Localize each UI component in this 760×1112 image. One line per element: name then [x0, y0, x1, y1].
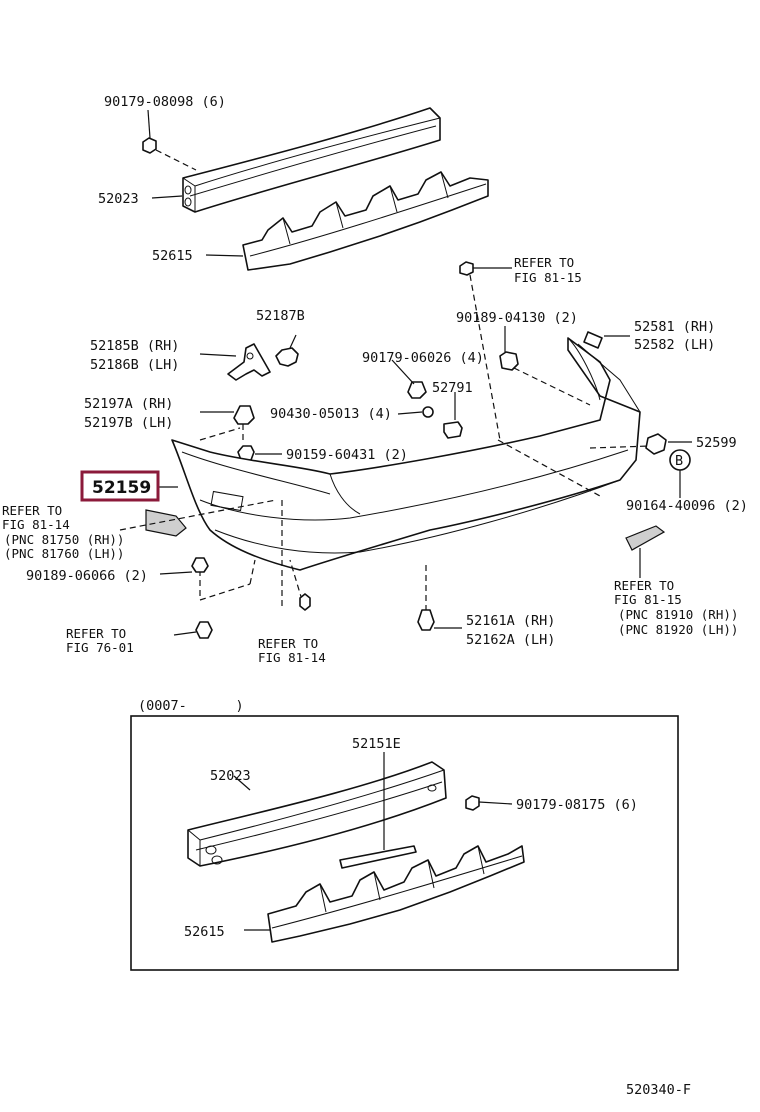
clip-52187b-icon: [275, 334, 299, 367]
label-90189-06066: 90189-06066 (2): [26, 568, 148, 584]
inset-box: [130, 715, 679, 971]
rear-bumper-cover: [145, 337, 666, 571]
label-52615-top: 52615: [152, 248, 193, 264]
label-52187b: 52187B: [256, 308, 305, 324]
label-52197a: 52197A (RH): [84, 396, 173, 412]
inset-reinforcement: [187, 761, 447, 867]
label-diagram-id: 520340-F: [626, 1082, 691, 1098]
label-90189-04130: 90189-04130 (2): [456, 310, 578, 326]
label-52599: 52599: [696, 435, 737, 451]
label-refer-to-right: REFER TO: [614, 578, 674, 593]
leader-lines: [147, 109, 692, 636]
label-pnc-81910: (PNC 81910 (RH)): [618, 607, 738, 622]
label-52582: 52582 (LH): [634, 337, 715, 353]
bracket-52185b-icon: [227, 343, 271, 381]
label-52615-inset: 52615: [184, 924, 225, 940]
inset-bar-52151e: [339, 845, 417, 869]
label-fig-81-14-bottom: FIG 81-14: [258, 650, 326, 665]
label-52023-top: 52023: [98, 191, 139, 207]
label-52151e: 52151E: [352, 736, 401, 752]
label-inset-date: (0007- ): [138, 698, 244, 714]
label-52161a: 52161A (RH): [466, 613, 555, 629]
grommet-52599-icon: [645, 433, 667, 455]
label-90430-05013: 90430-05013 (4): [270, 406, 392, 422]
label-refer-to-76: REFER TO: [66, 626, 126, 641]
label-refer-to-top: REFER TO: [514, 255, 574, 270]
clip-90189-06066-icon: [191, 557, 209, 573]
label-52159: 52159: [92, 478, 151, 498]
clip-refer-81-14-icon: [299, 593, 311, 611]
label-52197b: 52197B (LH): [84, 415, 173, 431]
label-pnc-81750: (PNC 81750 (RH)): [4, 532, 124, 547]
label-pnc-81920: (PNC 81920 (LH)): [618, 622, 738, 637]
highlight-box-52159: [80, 470, 160, 502]
label-fig-76-01: FIG 76-01: [66, 640, 134, 655]
inset-nut-icon: [465, 795, 480, 811]
label-90164-40096: 90164-40096 (2): [626, 498, 748, 514]
callout-b-icon: [669, 449, 691, 498]
clip-52161a-icon: [417, 609, 435, 631]
label-52791: 52791: [432, 380, 473, 396]
label-90159-60431: 90159-60431 (2): [286, 447, 408, 463]
label-90179-06026: 90179-06026 (4): [362, 350, 484, 366]
inset-energy-absorber: [267, 845, 525, 943]
label-52185b: 52185B (RH): [90, 338, 179, 354]
bolt-52791-icon: [443, 392, 463, 439]
label-52162a: 52162A (LH): [466, 632, 555, 648]
nut-90189-04130-icon: [459, 261, 519, 371]
label-refer-to-bottom: REFER TO: [258, 636, 318, 651]
rear-bumper-reinforcement-top: [182, 107, 441, 213]
label-fig-81-15-right: FIG 81-15: [614, 592, 682, 607]
washer-90430-05013-icon: [422, 406, 434, 418]
label-callout-b: B: [675, 453, 683, 469]
labels: 90179-08098 (6) 52023 52615 REFER TO FIG…: [2, 94, 748, 1098]
nut-90179-08098-icon: [142, 137, 197, 171]
label-52581: 52581 (RH): [634, 319, 715, 335]
label-refer-to-left: REFER TO: [2, 503, 62, 518]
assembly-dashed-lines: [119, 274, 651, 610]
label-fig-81-14-left: FIG 81-14: [2, 517, 70, 532]
label-fig-81-15-top: FIG 81-15: [514, 270, 582, 285]
pad-52581-icon: [583, 331, 603, 349]
clip-refer-76-01-icon: [195, 621, 213, 639]
label-52023-inset: 52023: [210, 768, 251, 784]
label-90179-08175: 90179-08175 (6): [516, 797, 638, 813]
bracket-52197a-icon: [233, 405, 255, 440]
energy-absorber-top: [242, 171, 489, 271]
label-52186b: 52186B (LH): [90, 357, 179, 373]
label-90179-08098: 90179-08098 (6): [104, 94, 226, 110]
retainer-90179-06026-icon: [407, 381, 427, 399]
label-pnc-81760: (PNC 81760 (LH)): [4, 546, 124, 561]
